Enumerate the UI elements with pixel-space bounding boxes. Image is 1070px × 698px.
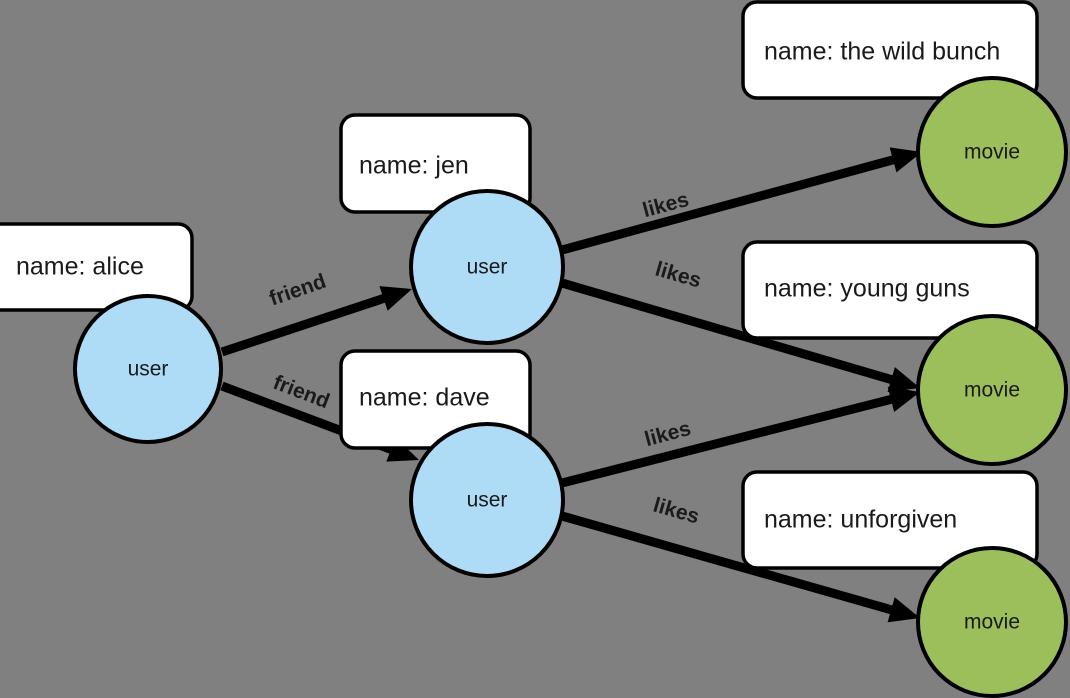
edge-arrowhead: [889, 147, 922, 173]
property-box-jen[interactable]: name: jen: [339, 113, 532, 214]
graph-node-youngguns[interactable]: movie: [916, 314, 1068, 466]
edge-arrowhead: [887, 597, 920, 623]
node-label: user: [467, 256, 508, 279]
property-box-text: name: jen: [359, 152, 469, 180]
graph-node-alice[interactable]: user: [73, 294, 223, 444]
node-circle: [73, 294, 223, 444]
edge-line: [560, 511, 899, 616]
node-label: user: [467, 489, 508, 512]
edge-line: [560, 153, 901, 255]
edge-label-dave-unforgiven: likes: [651, 494, 702, 529]
edge-label-jen-youngguns: likes: [653, 258, 704, 293]
property-box-unforgiven[interactable]: name: unforgiven: [741, 470, 1039, 570]
graph-edge-jen-wildbunch[interactable]: [560, 147, 922, 255]
node-label: movie: [964, 141, 1020, 164]
edge-line: [560, 278, 899, 386]
graph-node-unforgiven[interactable]: movie: [916, 546, 1068, 698]
property-box-rect: [741, 0, 1039, 100]
graph-edge-dave-youngguns[interactable]: [560, 386, 920, 488]
graph-edge-alice-jen[interactable]: [220, 286, 412, 357]
edge-line: [560, 393, 898, 488]
property-box-text: name: the wild bunch: [764, 38, 1000, 66]
property-box-youngguns[interactable]: name: young guns: [741, 240, 1039, 340]
edges-layer: [220, 147, 922, 623]
node-label: movie: [964, 611, 1020, 634]
node-circle: [409, 422, 565, 578]
graph-node-wildbunch[interactable]: movie: [916, 76, 1068, 228]
edge-arrowhead: [379, 286, 412, 311]
property-box-rect: [0, 222, 194, 312]
property-box-rect: [741, 240, 1039, 340]
property-box-rect: [741, 470, 1039, 570]
edge-arrowhead: [887, 386, 920, 412]
edge-label-alice-jen: friend: [266, 270, 329, 311]
node-label: user: [128, 358, 169, 381]
property-box-text: name: dave: [359, 384, 490, 412]
graph-node-dave[interactable]: user: [409, 422, 565, 578]
property-box-text: name: young guns: [764, 275, 970, 303]
graph-edge-dave-unforgiven[interactable]: [560, 511, 920, 623]
edge-line: [220, 292, 391, 357]
nodes-layer: user user user movie movie movie: [73, 76, 1068, 698]
node-circle: [916, 76, 1068, 228]
property-boxes-layer: name: alice name: jen name: dave name: the …: [0, 0, 1039, 570]
property-box-wildbunch[interactable]: name: the wild bunch: [741, 0, 1039, 100]
node-circle: [916, 314, 1068, 466]
property-box-alice[interactable]: name: alice: [0, 222, 194, 312]
graph-node-jen[interactable]: user: [409, 189, 565, 345]
property-box-text: name: unforgiven: [764, 506, 957, 534]
node-label: movie: [964, 379, 1020, 402]
node-circle: [409, 189, 565, 345]
graph-edge-jen-youngguns[interactable]: [560, 278, 920, 393]
edge-label-dave-youngguns: likes: [642, 417, 693, 451]
property-box-text: name: alice: [16, 253, 144, 281]
node-circle: [916, 546, 1068, 698]
edge-arrowhead: [887, 367, 920, 393]
